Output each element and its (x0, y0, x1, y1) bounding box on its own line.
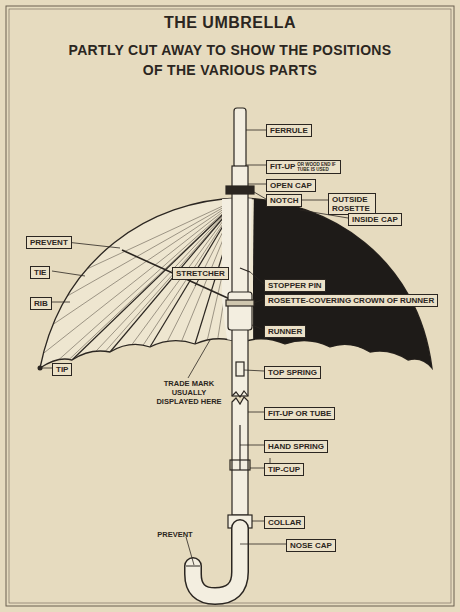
part-name: HAND SPRING (268, 442, 324, 451)
part-label-box: RUNNER (264, 325, 306, 338)
leader-lines (42, 130, 348, 565)
part-name: TIE (34, 268, 46, 277)
part-name: OPEN CAP (270, 181, 312, 190)
diagram-subtitle: PARTLY CUT AWAY TO SHOW THE POSITIONS OF… (65, 40, 395, 80)
crook-handle (186, 528, 240, 596)
part-name: PREVENT (30, 238, 68, 247)
part-name: TIP (56, 365, 68, 374)
part-label-box: STRETCHER (172, 267, 229, 280)
trade-mark-note: TRADE MARK USUALLY DISPLAYED HERE (150, 379, 228, 406)
ribs (72, 198, 240, 360)
part-label-box: NOSE CAP (286, 539, 336, 552)
part-label-box: STOPPER PIN (264, 279, 326, 292)
part-name: TIP-CUP (268, 465, 300, 474)
part-label-box: COLLAR (264, 516, 305, 529)
part-name: STOPPER PIN (268, 281, 322, 290)
part-name: FIT-UP OR TUBE (268, 409, 331, 418)
part-label-box: INSIDE CAP (348, 213, 402, 226)
rib-tip (38, 366, 43, 371)
page-frame (6, 6, 454, 606)
part-label-box: PREVENT (26, 236, 72, 249)
part-label-box: NOTCH (266, 194, 302, 207)
part-label-box: FIT-UP OR TUBE (264, 407, 335, 420)
part-label-box: TIP (52, 363, 72, 376)
page-frame (9, 9, 451, 603)
part-name: NOSE CAP (290, 541, 332, 550)
dark-canopy (253, 190, 460, 400)
part-label-box: FERRULE (266, 124, 312, 137)
part-label-box: TIP-CUP (264, 463, 304, 476)
part-label-box: OUTSIDE ROSETTE (328, 193, 376, 215)
part-name: PREVENT (150, 530, 200, 539)
part-name: RUNNER (268, 327, 302, 336)
part-name: NOTCH (270, 196, 298, 205)
part-name: OUTSIDE ROSETTE (332, 195, 370, 213)
part-name: COLLAR (268, 518, 301, 527)
part-name: TOP SPRING (268, 368, 317, 377)
part-name: INSIDE CAP (352, 215, 398, 224)
part-note: OR WOOD END IF TUBE IS USED (297, 162, 337, 172)
part-name: RIB (34, 299, 48, 308)
part-label-box: TIE (30, 266, 50, 279)
part-label-box: HAND SPRING (264, 440, 328, 453)
part-name: FERRULE (270, 126, 308, 135)
part-name: FIT-UP (270, 162, 295, 171)
part-name: ROSETTE-COVERING CROWN OF RUNNER (268, 296, 434, 305)
shaft (226, 108, 254, 528)
part-label-box: TOP SPRING (264, 366, 321, 379)
stretcher-rod (122, 250, 232, 300)
diagram-title: THE UMBRELLA (0, 14, 460, 32)
part-label-box: OPEN CAP (266, 179, 316, 192)
part-label-box: RIB (30, 297, 52, 310)
part-name: STRETCHER (176, 269, 225, 278)
part-label-box: FIT-UPOR WOOD END IF TUBE IS USED (266, 160, 341, 174)
part-label-box: ROSETTE-COVERING CROWN OF RUNNER (264, 294, 438, 307)
